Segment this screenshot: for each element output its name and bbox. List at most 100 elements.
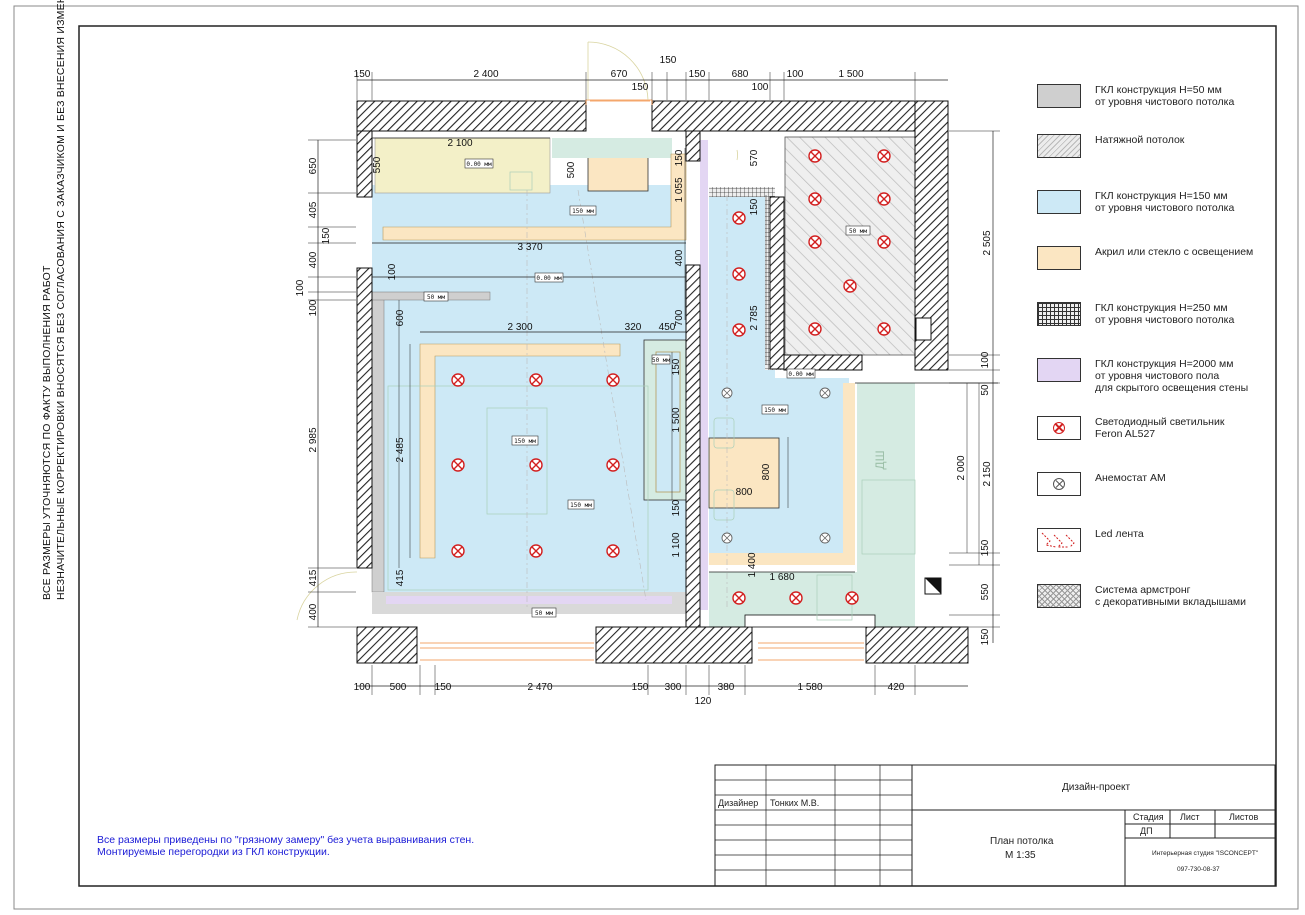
lamp-icon — [808, 192, 822, 206]
anemostat-icon — [721, 387, 733, 399]
acryl-corridor-strip — [843, 383, 855, 553]
dim-label: 400 — [674, 249, 685, 266]
dim-label: 150 — [980, 539, 991, 556]
dim-label: 2 485 — [395, 437, 406, 462]
stretch-ceiling-bathroom — [784, 136, 916, 356]
dimension-labels: 150 2 400 670 150 150 680 100 1 500 150 … — [295, 55, 993, 707]
legend-swatch — [1037, 358, 1081, 382]
legend-swatch — [1037, 134, 1081, 158]
studio-name: Интерьерная студия "ISCONCEPT" — [1152, 850, 1259, 857]
lamp-icon — [606, 544, 620, 558]
lamp-icon — [732, 211, 746, 225]
lamp-icon — [529, 458, 543, 472]
dim-label: 150 — [435, 682, 452, 693]
sheet-outer-border — [13, 5, 1299, 910]
designer-role: Дизайнер — [718, 798, 759, 808]
dim-label: 100 — [752, 82, 769, 93]
legend-text: Натяжной потолок — [1095, 134, 1185, 146]
dim-label: 2 000 — [956, 455, 967, 480]
dim-label: 450 — [659, 322, 676, 333]
dim-label: 415 — [308, 569, 319, 586]
project-name: Дизайн-проект — [1062, 782, 1131, 793]
sheet-inner-border — [78, 25, 1277, 887]
lamp-icon — [808, 322, 822, 336]
general-notes: Все размеры приведены по "грязному замер… — [97, 834, 657, 858]
dimension-lines — [308, 72, 1000, 695]
dim-label: 380 — [718, 682, 735, 693]
note-line: Все размеры приведены по "грязному замер… — [97, 834, 475, 846]
dim-label: 100 — [387, 263, 398, 280]
dim-label: 1 500 — [838, 69, 863, 80]
gkl-50-left-strip — [371, 295, 385, 593]
openings — [420, 99, 864, 661]
grid-ceiling-band — [709, 187, 775, 197]
note-line: Монтируемые перегородки из ГКЛ конструкц… — [97, 846, 330, 858]
dim-label: 550 — [372, 156, 383, 173]
dim-label: 500 — [390, 682, 407, 693]
dim-label: 650 — [308, 157, 319, 174]
dim-label: 700 — [674, 309, 685, 326]
lamp-icon — [451, 544, 465, 558]
legend-swatch — [1037, 528, 1081, 552]
lamp-icon — [732, 591, 746, 605]
level-tags: 0.00 мм 150 мм 0.00 мм 50 мм 150 мм 150 … — [423, 158, 871, 618]
dim-label: 1 055 — [674, 177, 685, 202]
legend-text: Led лента — [1095, 528, 1144, 540]
lamp-icon — [808, 235, 822, 249]
violet-wall-strip — [386, 596, 672, 604]
level-tag: 150 мм — [514, 438, 536, 445]
legend-text: Анемостат АМ — [1095, 472, 1166, 484]
designer-name: Тонких М.В. — [770, 798, 820, 808]
led-strip-icon — [1041, 532, 1075, 548]
dim-label: 1 680 — [769, 572, 794, 583]
legend-swatch — [1037, 190, 1081, 214]
level-tag: 150 мм — [570, 502, 592, 509]
dim-label: 600 — [395, 309, 406, 326]
ceiling-zones — [371, 136, 916, 627]
side-notes: ВСЕ РАЗМЕРЫ УТОЧНЯЮТСЯ ПО ФАКТУ ВЫПОЛНЕН… — [40, 0, 80, 600]
legend-swatch — [1037, 302, 1081, 326]
legend-swatch — [1037, 84, 1081, 108]
legend-item: Натяжной потолок — [1037, 134, 1287, 174]
lamp-icon — [529, 373, 543, 387]
legend-swatch — [1037, 584, 1081, 608]
side-note-line: НЕЗНАЧИТЕЛЬНЫЕ КОРРЕКТИРОВКИ ВНОСЯТСЯ БЕ… — [55, 0, 67, 600]
dim-label: 150 — [354, 69, 371, 80]
stage-label: Стадия — [1133, 812, 1164, 822]
dim-label: 100 — [787, 69, 804, 80]
legend-swatch — [1037, 246, 1081, 270]
lamp-icon — [732, 267, 746, 281]
dim-label: 405 — [308, 201, 319, 218]
acryl-corridor-bottom — [709, 553, 855, 565]
dim-label: 500 — [566, 161, 577, 178]
sheets-count-label: Листов — [1229, 812, 1259, 822]
dim-label: 150 — [689, 69, 706, 80]
level-tag: 50 мм — [849, 228, 867, 235]
white-nook — [709, 137, 765, 185]
dim-label: 1 500 — [671, 407, 682, 432]
lamp-icon — [877, 322, 891, 336]
lamp-icon — [529, 544, 543, 558]
dim-label: 670 — [611, 69, 628, 80]
dim-label: 150 — [749, 198, 760, 215]
acryl-l-strip — [419, 343, 621, 559]
title-block-grid — [714, 764, 1276, 887]
dim-label: 2 470 — [527, 682, 552, 693]
dim-label: 570 — [749, 149, 760, 166]
sheet-title: План потолка — [990, 836, 1054, 847]
level-tag: 50 мм — [427, 294, 445, 301]
dim-label: 2 400 — [473, 69, 498, 80]
dim-label: 150 — [674, 149, 685, 166]
lamp-icon — [451, 458, 465, 472]
lamp-icon — [877, 149, 891, 163]
level-tag: 50 мм — [535, 610, 553, 617]
lamp-icon — [808, 149, 822, 163]
lamp-icon — [843, 279, 857, 293]
stage-value: ДП — [1140, 826, 1153, 836]
lamp-icon — [606, 373, 620, 387]
door-arcs — [296, 41, 738, 621]
